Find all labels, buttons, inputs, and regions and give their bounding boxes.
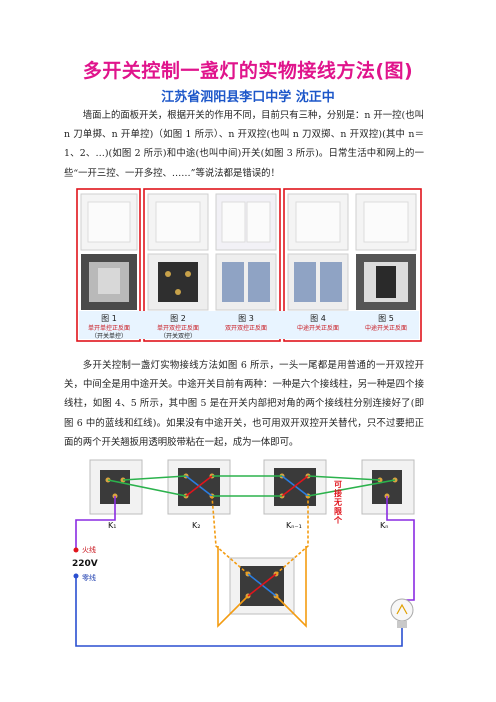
figure-4-caption: 中途开关正反面 <box>297 324 339 332</box>
label-zero-wire: 零线 <box>82 573 96 582</box>
switch-figures: 图 1 单开单控正反面 （开关单控） 图 2 单开双控正反面 （开关双控） 图 … <box>76 188 422 342</box>
figure-frame-2-3 <box>143 188 281 342</box>
label-fire-wire: 火线 <box>82 545 96 554</box>
figure-3-label: 图 3 <box>238 314 254 323</box>
figure-frame-4-5 <box>283 188 422 342</box>
figure-frame-1 <box>76 188 141 342</box>
label-unlimited: 可接无限个 <box>333 480 343 525</box>
figure-4-label: 图 4 <box>310 314 326 323</box>
figure-2-label: 图 2 <box>170 314 186 323</box>
switch-backs <box>81 253 416 311</box>
figure-3-caption: 双开双控正反面 <box>225 324 267 332</box>
lamp-icon <box>390 598 414 628</box>
method-paragraph: 多开关控制一盏灯实物接线方法如图 6 所示，一头一尾都是用普通的一开双控开关，中… <box>64 360 424 448</box>
wiring-diagram: K₁ K₂ Kₙ₋₁ Kₙ 火线 220V 零线 可接无限个 <box>72 459 415 647</box>
figure-5-label: 图 5 <box>378 314 394 323</box>
switch-fronts <box>80 193 417 251</box>
label-kn: Kₙ <box>380 521 388 530</box>
label-k2: K₂ <box>192 521 200 530</box>
switch-kn <box>361 459 415 515</box>
author-line: 江苏省泗阳县李口中学 沈正中 <box>161 90 335 105</box>
label-kn-1: Kₙ₋₁ <box>286 521 302 530</box>
switch-k1 <box>89 459 143 515</box>
figure-2-caption: 单开双控正反面 <box>157 324 199 332</box>
figure-1-caption: 单开单控正反面 <box>88 324 130 332</box>
intro-paragraph: 墙面上的面板开关，根据开关的作用不同，目前只有三种，分别是：n 开一控(也叫 n… <box>64 110 424 179</box>
label-voltage: 220V <box>72 559 98 569</box>
figure-1-note: （开关单控） <box>91 332 127 340</box>
figure-5-caption: 中途开关正反面 <box>365 324 407 332</box>
page-title: 多开关控制一盏灯的实物接线方法(图) <box>82 60 414 82</box>
figure-2-note: （开关双控） <box>160 332 196 340</box>
label-k1: K₁ <box>108 521 116 530</box>
figure-1-label: 图 1 <box>101 314 117 323</box>
